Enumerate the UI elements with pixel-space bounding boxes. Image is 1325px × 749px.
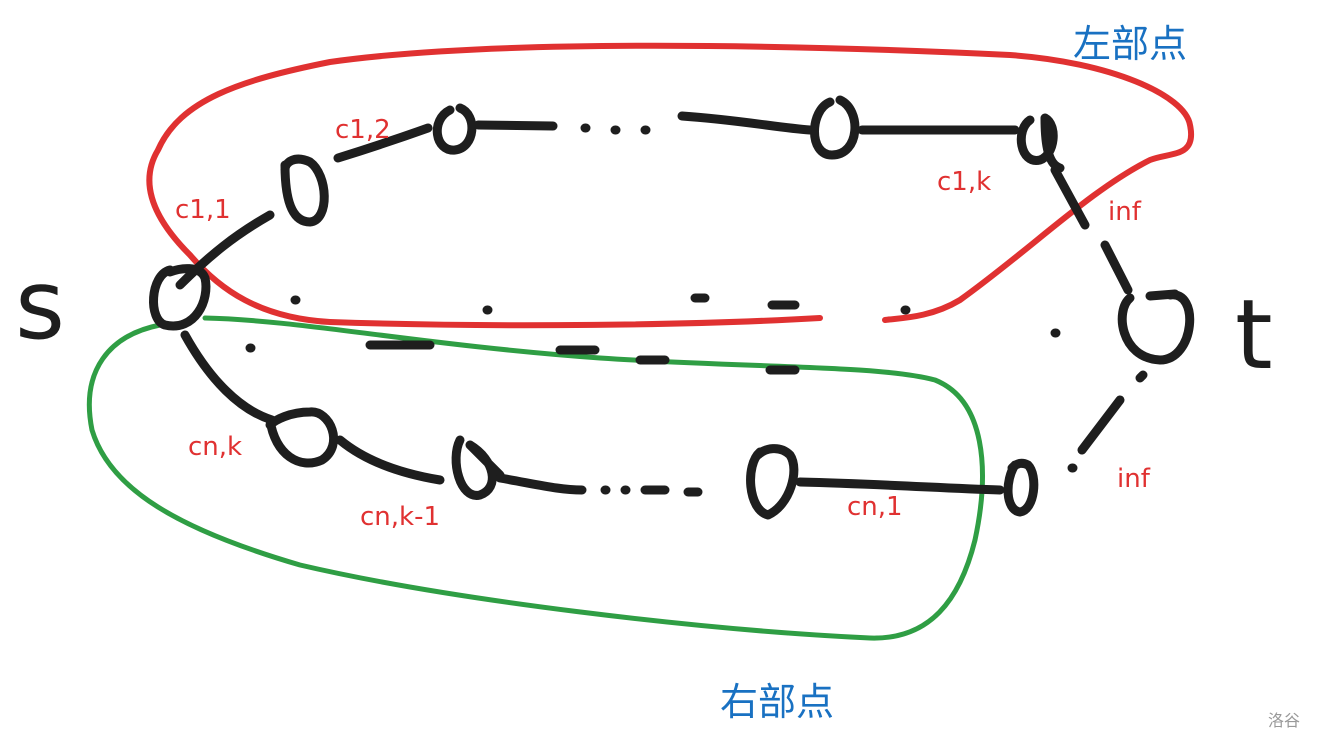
- edge-label-cnk: cn,k: [188, 432, 242, 462]
- middle-ellipsis: [245, 293, 1061, 375]
- node-bottom-k: [1003, 458, 1039, 517]
- edge-label-inf-bottom: inf: [1117, 464, 1151, 494]
- ellipsis-bottom: [600, 485, 703, 497]
- node-t-adjacent: [1117, 289, 1195, 365]
- watermark: 洛谷: [1268, 711, 1300, 730]
- node-bottom-1: [265, 407, 338, 468]
- source-label: s: [15, 249, 65, 361]
- node-top-k-1: [810, 95, 860, 160]
- node-s-adjacent: [149, 264, 211, 331]
- left-part-boundary: [146, 42, 1195, 329]
- edge-inf-top: [1050, 165, 1133, 295]
- edge-label-c11: c1,1: [175, 195, 231, 225]
- edge-label-cnk-1: cn,k-1: [360, 502, 440, 532]
- edge-label-c1k: c1,k: [937, 167, 991, 197]
- edge-cnk: [180, 330, 277, 425]
- node-bottom-2: [451, 435, 505, 500]
- node-top-2: [432, 103, 477, 155]
- edge-top-3: [473, 120, 558, 131]
- edge-inf-bottom: [1067, 370, 1148, 473]
- right-part-label: 右部点: [720, 680, 834, 724]
- ellipsis-top: [580, 123, 651, 135]
- edge-label-cn1: cn,1: [847, 492, 903, 522]
- node-top-k: [1016, 113, 1065, 173]
- right-part-boundary: [86, 315, 985, 641]
- node-bottom-k-1: [746, 444, 799, 520]
- edge-label-c12: c1,2: [335, 115, 391, 145]
- edge-top-4: [677, 111, 815, 135]
- left-part-label: 左部点: [1073, 22, 1187, 66]
- edge-c11: [175, 210, 275, 290]
- sink-label: t: [1235, 279, 1273, 391]
- edge-bottom-3: [495, 473, 587, 495]
- edge-cn1: [795, 477, 1005, 495]
- edge-cnk-1: [335, 435, 445, 485]
- node-top-1: [280, 154, 329, 227]
- edge-c12: [333, 123, 433, 163]
- edge-label-inf-top: inf: [1108, 197, 1142, 227]
